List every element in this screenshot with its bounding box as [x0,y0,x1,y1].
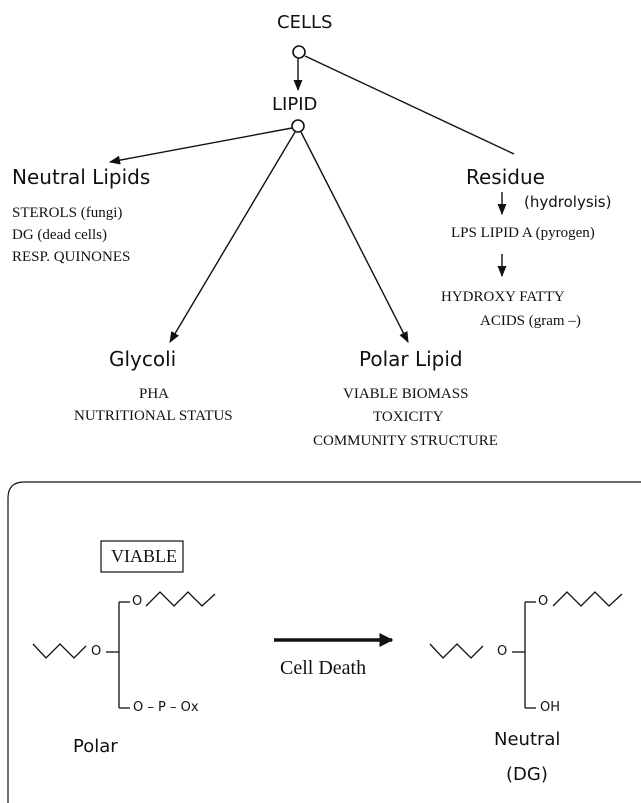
polar-item: TOXICITY [373,409,444,425]
hydroxy-line1: HYDROXY FATTY [441,289,565,305]
glycolipid-item: NUTRITIONAL STATUS [74,408,233,424]
polar-item: VIABLE BIOMASS [343,386,469,402]
cells-node-circle [292,45,306,59]
lipid-to-glycolipid-arrow [169,131,296,343]
hydrolysis-label: (hydrolysis) [524,193,612,211]
cells-to-residue-line [304,55,515,155]
polar-o-top: O [132,594,143,609]
viable-label-frame [100,540,184,573]
polar-phosphate-label: O – P – Ox [133,700,199,715]
neutral-top-chain [552,591,623,607]
neutral-o-left: O [497,644,508,659]
viable-label: VIABLE [111,546,177,566]
glycolipid-item: PHA [139,386,170,402]
lipid-to-polar-arrow [300,131,409,343]
neutral-oh-label: OH [540,700,561,715]
viable-box-frame [7,481,641,803]
polar-label: Polar [73,736,118,757]
polar-left-chain [32,643,87,659]
neutral-item: DG (dead cells) [12,227,107,243]
polar-top-chain [145,591,216,607]
lps-label: LPS LIPID A (pyrogen) [451,225,595,241]
glycolipid-title: Glycoli [109,347,177,371]
neutral-item: RESP. QUINONES [12,249,131,265]
residue-title: Residue [466,165,545,189]
neutral-lipids-title: Neutral Lipids [12,165,151,189]
neutral-item: STEROLS (fungi) [12,205,123,221]
neutral-left-chain [429,643,484,659]
lipid-node-circle [291,119,305,133]
polar-lipid-title: Polar Lipid [359,347,463,371]
cell-death-label: Cell Death [280,657,367,679]
lipid-to-neutral-arrow [108,127,293,165]
lipid-label: LIPID [272,94,318,115]
neutral-label: Neutral [494,729,561,750]
polar-item: COMMUNITY STRUCTURE [313,433,498,449]
neutral-o-top: O [538,594,549,609]
hydroxy-line2: ACIDS (gram –) [480,313,581,329]
polar-o-left: O [91,644,102,659]
neutral-sublabel: (DG) [506,764,548,785]
cells-label: CELLS [277,12,333,33]
